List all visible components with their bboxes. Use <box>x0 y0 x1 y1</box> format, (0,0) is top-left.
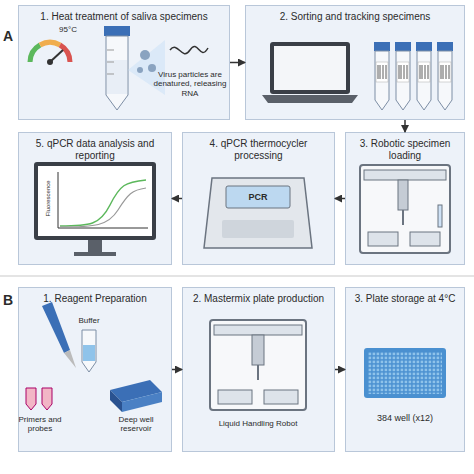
monitor-chart <box>34 162 156 256</box>
illustration-label: Virus particles are denatured, releasing… <box>151 70 229 98</box>
step-heading: 3. Robotic specimen loading <box>346 133 464 162</box>
step-heading: 3. Plate storage at 4°C <box>346 288 464 305</box>
flow-arrow <box>230 62 245 64</box>
liquid-handling-robot <box>210 320 306 410</box>
illustration-label: 384 well (x12) <box>360 413 450 423</box>
flow-arrow <box>172 369 182 371</box>
flow-arrow <box>335 198 345 200</box>
primer-tubes <box>26 388 52 410</box>
well-plate <box>364 348 446 398</box>
step-heading: 2. Sorting and tracking specimens <box>246 6 464 23</box>
deep-well-reservoir <box>110 380 162 412</box>
illustration-label: Liquid Handling Robot <box>213 419 303 428</box>
step-heading: 2. Mastermix plate production <box>183 288 334 305</box>
flow-arrow <box>335 369 345 371</box>
step-heading: 4. qPCR thermocycler processing <box>183 133 334 162</box>
illustration-label: Primers and probes <box>15 415 65 433</box>
illustration-label: 95°C <box>48 25 88 34</box>
sample-tube <box>104 26 165 110</box>
liquid-handling-robot <box>360 165 450 253</box>
buffer-tube <box>82 330 96 372</box>
barcoded-tubes <box>374 42 453 110</box>
step-heading: 1. Heat treatment of saliva specimens <box>19 6 229 23</box>
step-heading: 5. qPCR data analysis and reporting <box>19 133 171 162</box>
illustration-label: Deep well reservoir <box>106 415 166 433</box>
flow-arrow <box>172 198 182 200</box>
illustration-label: Buffer <box>69 316 109 325</box>
flow-arrow <box>404 120 406 132</box>
pipette <box>42 302 76 368</box>
panel-letter: B <box>1 292 15 308</box>
rna-strand <box>170 47 208 54</box>
virus-particles <box>137 50 156 73</box>
laptop <box>262 42 358 103</box>
step-heading: 1. Reagent Preparation <box>19 288 171 305</box>
thermocycler <box>204 178 312 248</box>
illustration-label: PCR <box>238 192 278 202</box>
thermometer-gauge <box>30 42 70 65</box>
illustration-label: Fluorescence <box>45 168 52 228</box>
panel-letter: A <box>1 28 15 44</box>
